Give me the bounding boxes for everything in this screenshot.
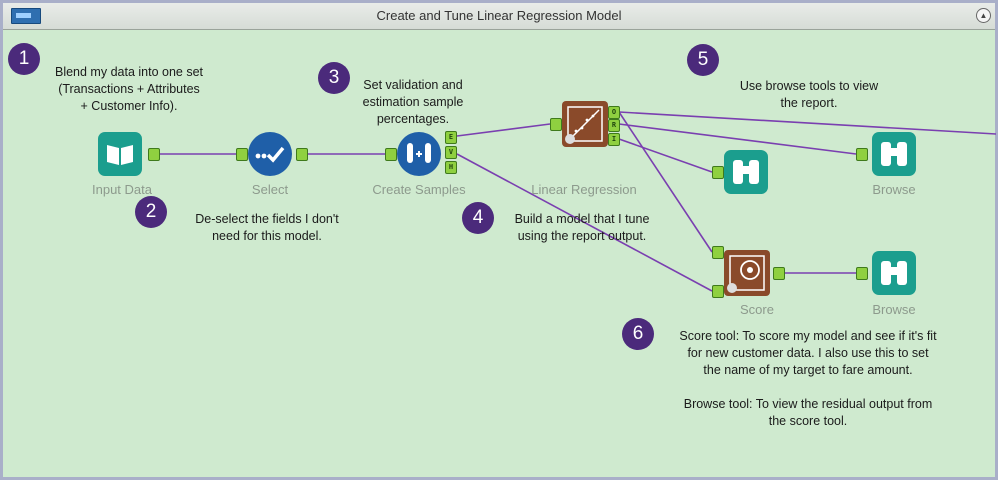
wire-samples-score [456,153,713,292]
wire-linreg-browse-top [618,111,996,135]
step-5-badge: 5 [687,44,719,76]
step-3-badge: 3 [318,62,350,94]
create-samples-label: Create Samples [372,182,466,197]
browse2-input-anchor[interactable] [856,267,868,280]
score-model-anchor[interactable] [712,246,724,259]
linreg-r-anchor[interactable]: R [608,119,620,132]
samples-e-anchor[interactable]: E [445,131,457,144]
step-6-badge: 6 [622,318,654,350]
browse1-input-anchor[interactable] [856,148,868,161]
input-output-anchor[interactable] [148,148,160,161]
score-output-anchor[interactable] [773,267,785,280]
connection-wires [158,111,996,292]
browse-tool-1[interactable] [872,132,916,176]
browse-tool-small[interactable] [724,150,768,194]
select-output-anchor[interactable] [296,148,308,161]
browse-tool-2[interactable] [872,251,916,295]
wire-linreg-browse-small [618,138,713,173]
linreg-input-anchor[interactable] [550,118,562,131]
checkmark-icon [255,146,285,163]
test-tubes-icon [407,143,431,163]
wire-linreg-browse1 [618,123,857,155]
linear-regression-label: Linear Regression [531,182,637,197]
binoculars-icon [733,160,759,184]
step-5-note: Use browse tools to view the report. [739,79,879,110]
select-label: Select [251,182,289,197]
collapse-icon[interactable]: ▲ [976,8,991,23]
step-4-badge: 4 [462,202,494,234]
linreg-o-anchor[interactable]: O [608,106,620,119]
step-3-note: Set validation and estimation sample per… [362,78,464,126]
select-input-anchor[interactable] [236,148,248,161]
container-title: Create and Tune Linear Regression Model [376,8,622,23]
linear-regression-tool[interactable] [562,101,608,147]
wire-linreg-score [618,111,713,253]
input-data-tool[interactable] [98,132,142,176]
step-1-note: Blend my data into one set (Transactions… [54,65,203,113]
workflow-canvas[interactable]: Input Data Select E V H Create Samples [6,30,996,478]
score-target-icon [727,255,765,293]
score-data-anchor[interactable] [712,285,724,298]
score-label: Score [740,302,774,317]
step-2-badge: 2 [135,196,167,228]
samples-v-anchor[interactable]: V [445,146,457,159]
step-1-badge: 1 [8,43,40,75]
regression-chart-icon [565,106,603,144]
container-toggle-icon[interactable] [11,8,41,24]
binoculars-icon [881,261,907,285]
create-samples-tool[interactable] [397,132,441,176]
step-2-note: De-select the fields I don't need for th… [195,212,339,243]
linreg-i-anchor[interactable]: I [608,133,620,146]
samples-input-anchor[interactable] [385,148,397,161]
step-4-note: Build a model that I tune using the repo… [514,212,650,243]
samples-h-anchor[interactable]: H [445,161,457,174]
input-data-label: Input Data [92,182,152,197]
browse1-label: Browse [872,182,916,197]
score-tool[interactable] [724,250,770,296]
select-tool[interactable] [248,132,292,176]
browse-small-input-anchor[interactable] [712,166,724,179]
book-icon [107,145,133,165]
browse2-label: Browse [872,302,916,317]
wire-samples-linreg [456,123,551,137]
step-6-note: Score tool: To score my model and see if… [679,329,937,428]
binoculars-icon [881,142,907,166]
container-titlebar[interactable]: Create and Tune Linear Regression Model … [3,3,995,30]
